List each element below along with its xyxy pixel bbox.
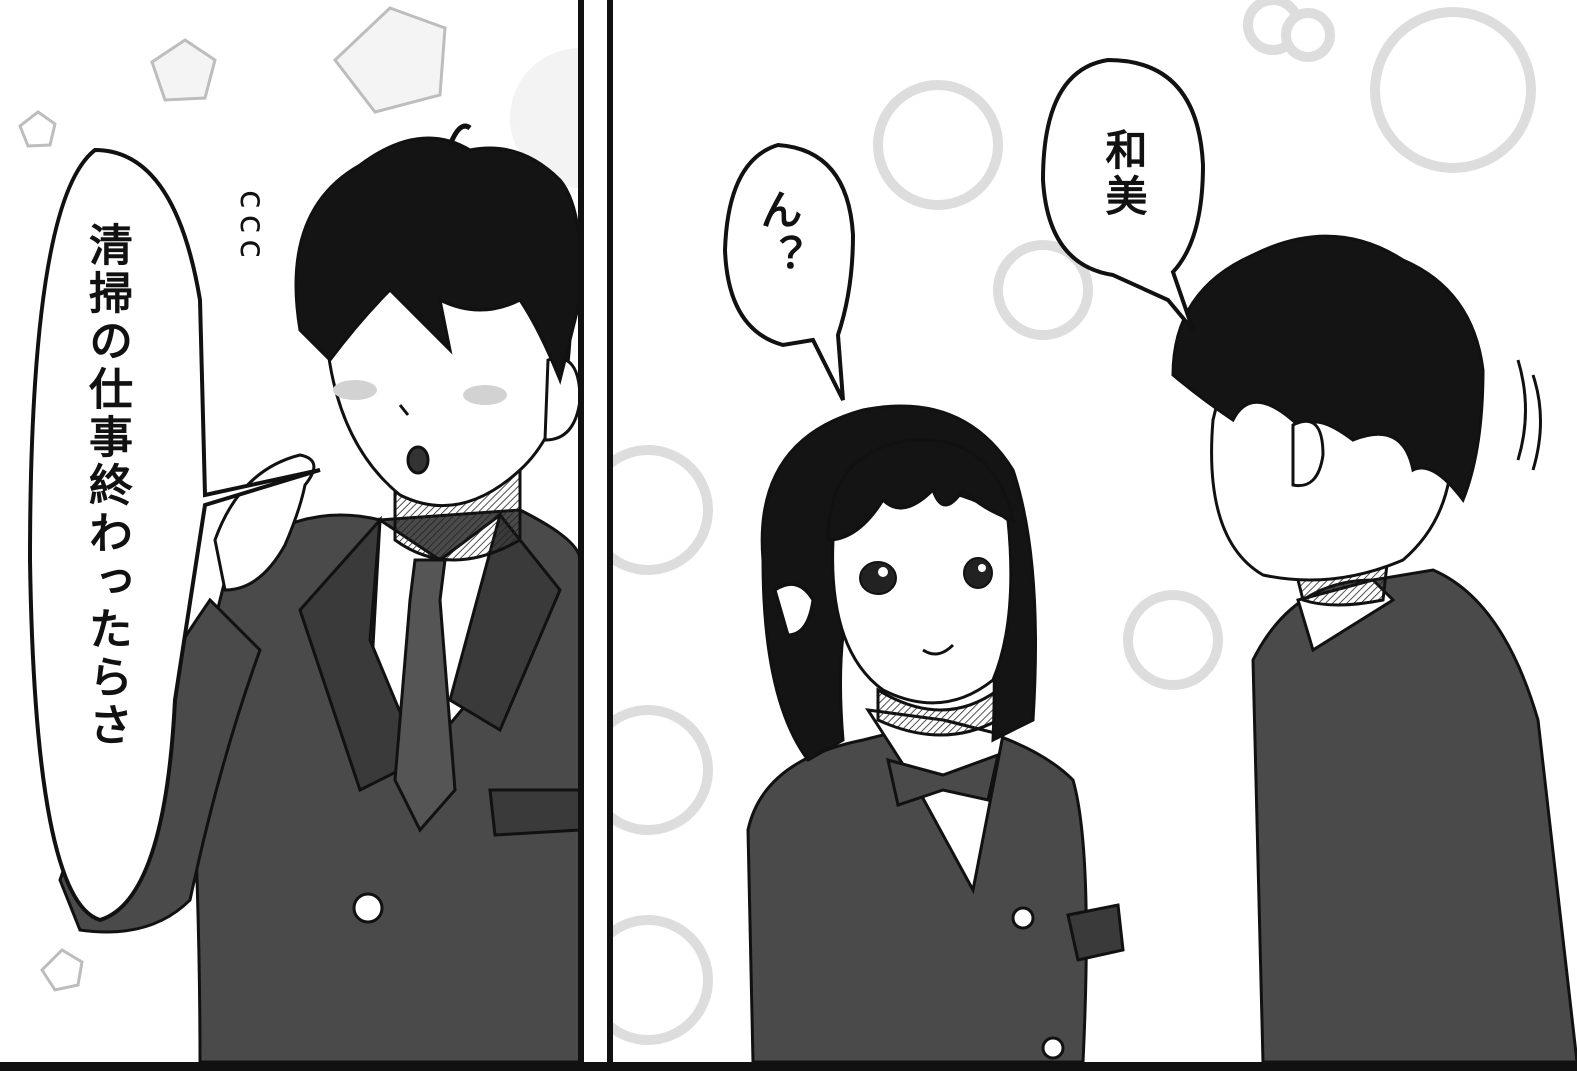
speech-bubble-left (27, 147, 321, 923)
speech-text-boy: 和美 (1099, 128, 1148, 220)
girl-eyes (859, 557, 993, 595)
emotion-marks: ccc (232, 190, 272, 265)
panel-divider (578, 0, 584, 1062)
panel-left-art (18, 6, 580, 1062)
blush-marks (333, 380, 507, 405)
panel-left: ccc (0, 0, 580, 1062)
motion-lines (1516, 359, 1542, 471)
panel-right (613, 0, 1577, 1062)
speech-bubble-girl (722, 142, 856, 401)
background-pentagons (18, 6, 447, 992)
panel-divider-right (607, 0, 613, 1062)
panel-right-art (613, 0, 1577, 1062)
speech-bubble-boy (1040, 57, 1206, 332)
speech-text-girl: ん？ (754, 188, 803, 280)
speech-text-left: 清掃の仕事終わったらさ (81, 222, 132, 750)
panel-bottom-border (0, 1062, 1577, 1071)
background-bubbles (613, 0, 1536, 1045)
